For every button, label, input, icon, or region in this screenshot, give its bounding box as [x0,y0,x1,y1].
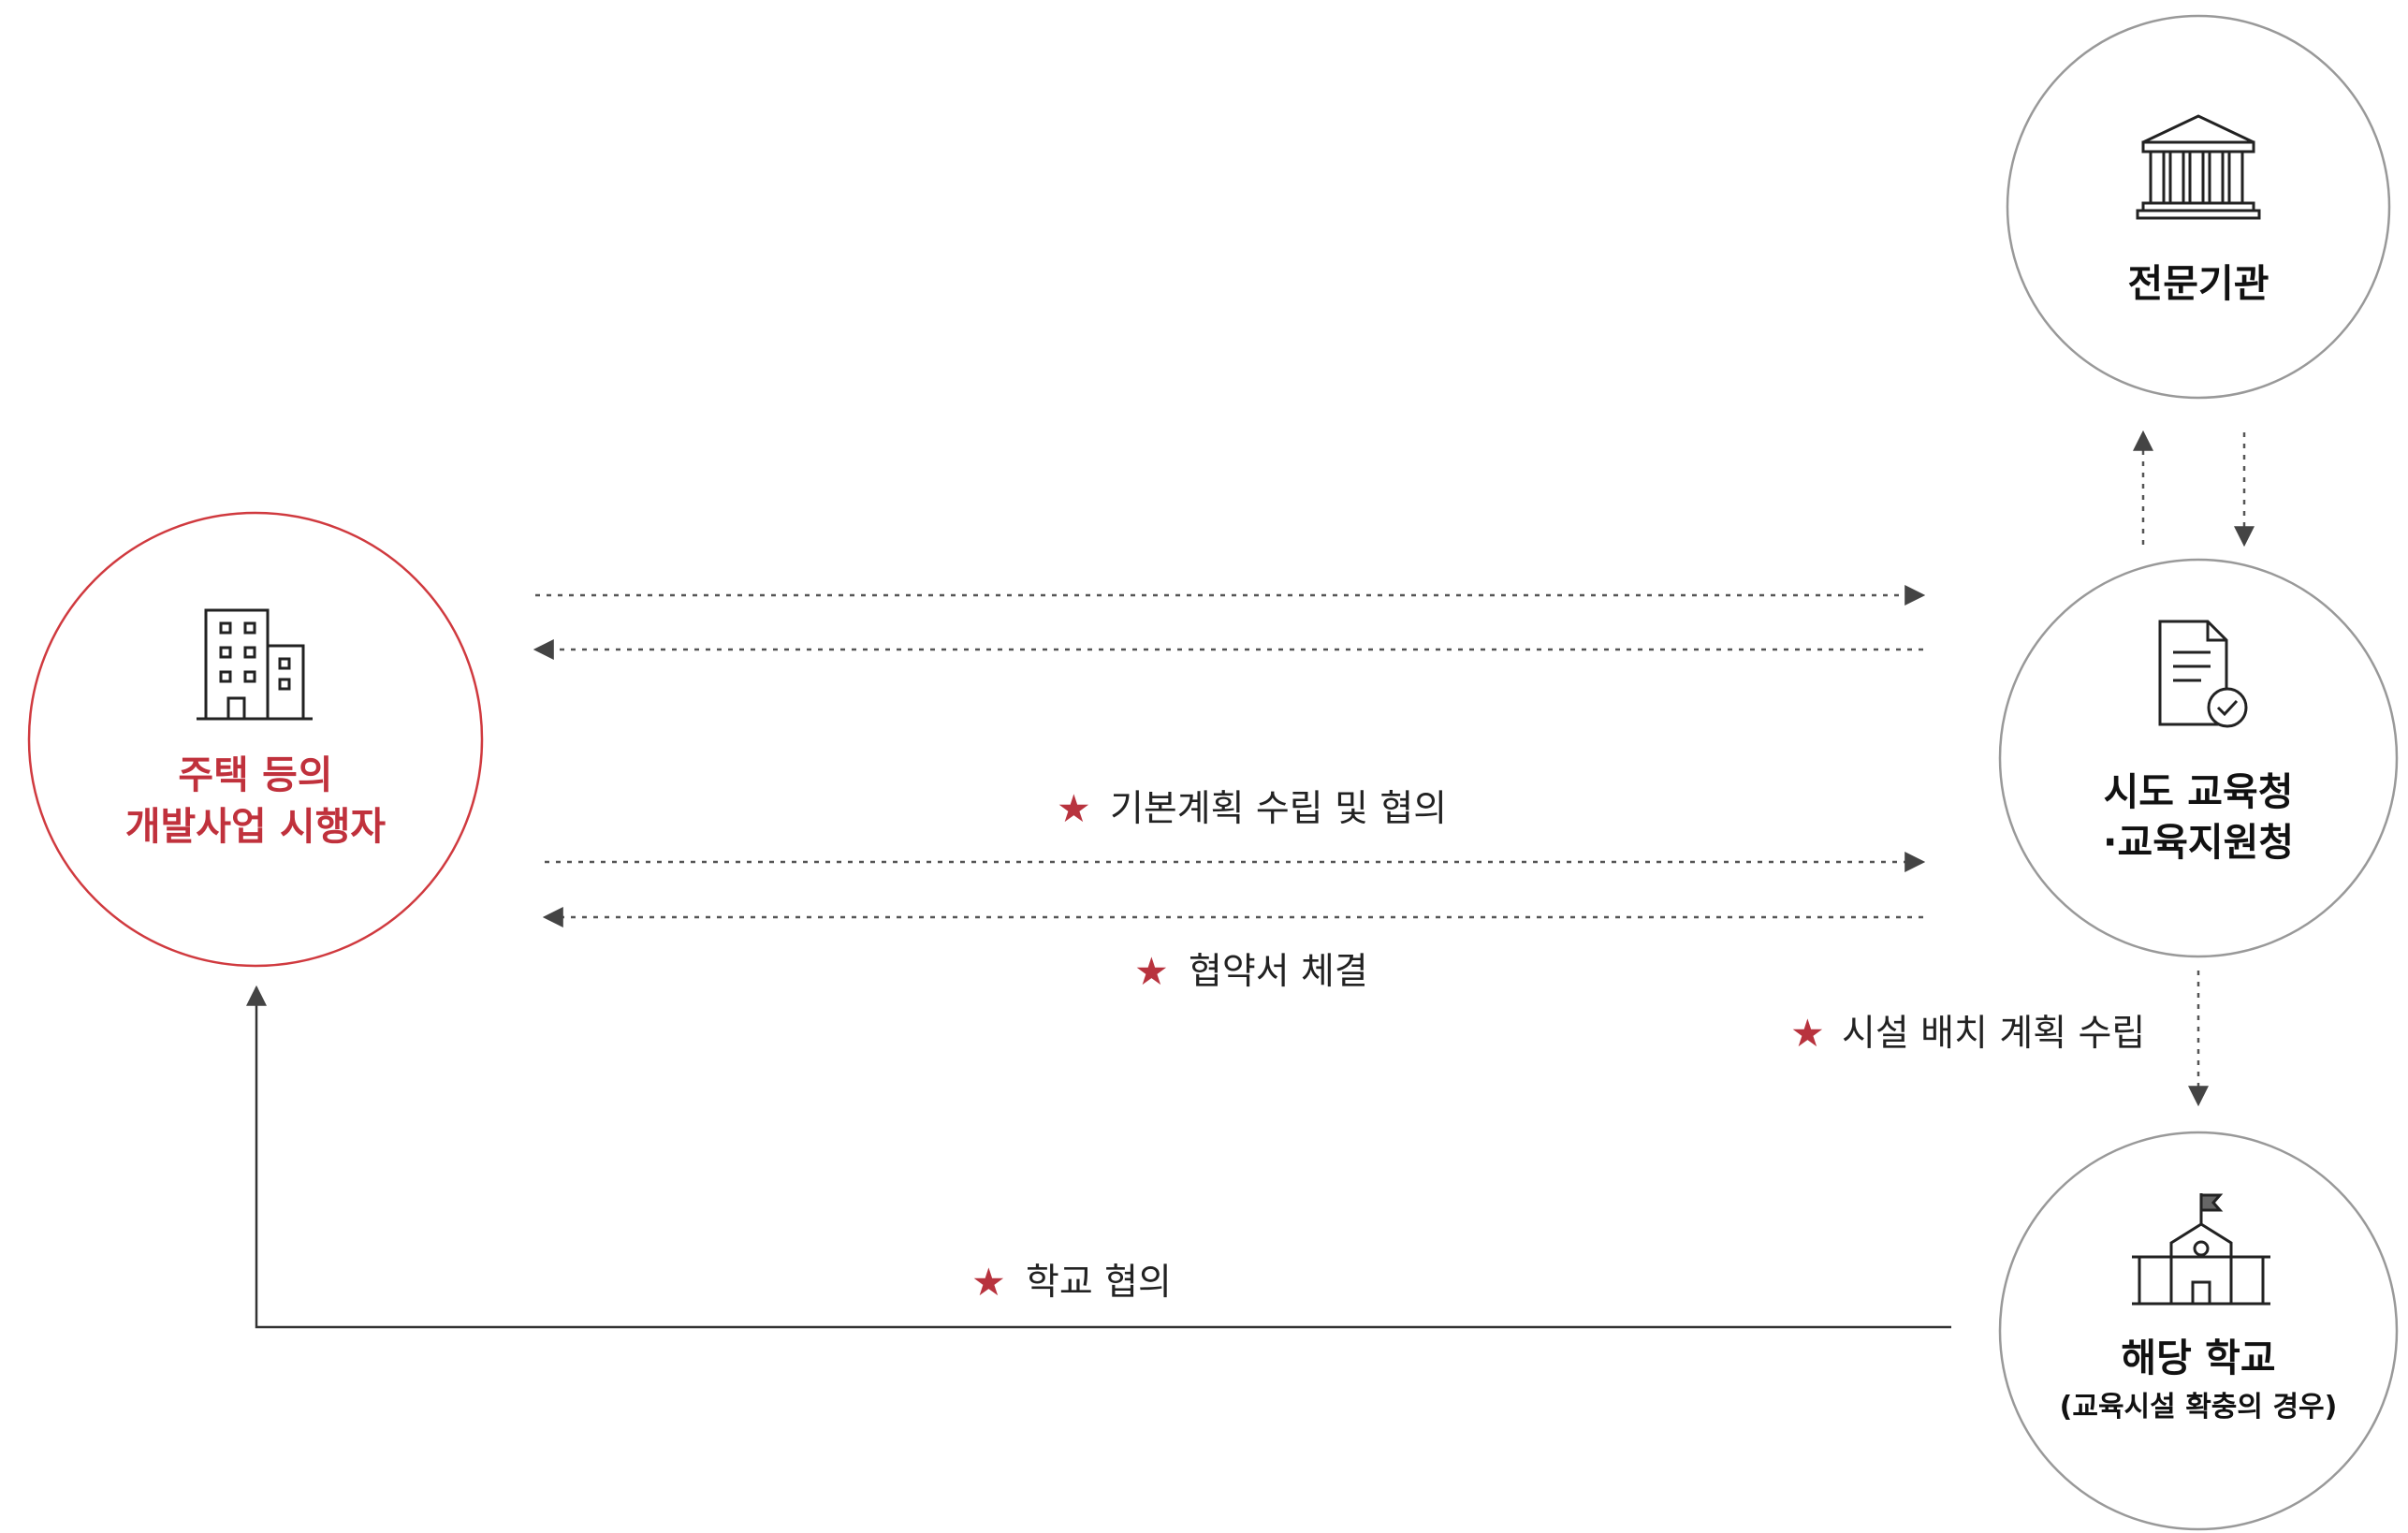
office-circle [1998,558,2399,958]
school-circle [1998,1131,2399,1531]
label-agreement-text: 협약서 체결 [1189,951,1368,993]
expert-circle [2006,14,2391,400]
expert-title: 전문기관 [2128,261,2269,306]
developer-title-line1: 주택 등의 [178,752,332,797]
node-developer: 주택 등의 개발사업 시행자 [27,511,484,968]
office-title-line1: 시도 교육청 [2104,769,2294,814]
arrow-school-consult [246,985,1951,1329]
star-icon: ★ [1134,949,1169,994]
label-agreement: ★ 협약서 체결 [1134,949,1368,994]
star-icon: ★ [971,1260,1006,1305]
label-school-consult-text: 학교 협의 [1026,1262,1172,1304]
label-basic-plan-text: 기본계획 수립 및 협의 [1110,788,1447,830]
document-check-icon [2158,620,2248,728]
star-icon: ★ [1790,1011,1825,1056]
node-education-office: 시도 교육청 ·교육지원청 [1998,558,2399,958]
label-facility-plan-text: 시설 배치 계획 수립 [1842,1013,2145,1055]
label-basic-plan: ★ 기본계획 수립 및 협의 [1057,786,1447,831]
label-facility-plan: ★ 시설 배치 계획 수립 [1790,1011,2145,1056]
node-school: 해당 학교 (교육시설 확충의 경우) [1998,1131,2399,1531]
office-title-line2: ·교육지원청 [2103,820,2294,865]
school-building-icon [2132,1193,2270,1306]
label-school-consult: ★ 학교 협의 [971,1260,1172,1305]
developer-title-line2: 개발사업 시행자 [125,804,387,849]
institution-building-icon [2136,114,2261,220]
star-icon: ★ [1057,786,1091,831]
developer-circle [27,511,484,968]
office-building-icon [197,608,313,721]
school-title: 해당 학교 [2121,1336,2275,1380]
node-expert: 전문기관 [2006,14,2391,400]
school-subtitle: (교육시설 확충의 경우) [2060,1391,2338,1424]
